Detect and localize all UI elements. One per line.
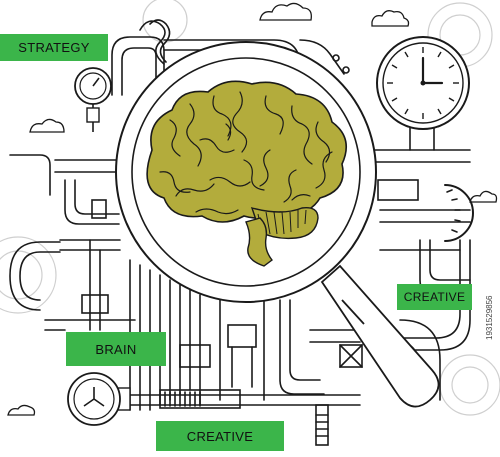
creative-bottom-label-bg xyxy=(156,421,284,451)
strategy-label: STRATEGY xyxy=(18,40,90,55)
strategy-label-bg xyxy=(0,34,108,61)
creative-label-right: CREATIVE xyxy=(403,290,466,304)
gauge-icon xyxy=(74,67,112,132)
creative-label-bottom: CREATIVE xyxy=(186,428,254,444)
brain-label: BRAIN xyxy=(95,341,137,357)
brain-icon xyxy=(146,80,348,267)
cloud-icon xyxy=(7,2,498,416)
creative-right-label-bg xyxy=(397,284,472,310)
label-backgrounds xyxy=(0,34,472,451)
magnifier-handle xyxy=(320,264,440,408)
stock-id-watermark: 1931529856 xyxy=(485,295,494,341)
brain-label-bg xyxy=(66,332,166,366)
gauge-icon xyxy=(67,372,131,426)
clock-icon xyxy=(376,36,470,130)
